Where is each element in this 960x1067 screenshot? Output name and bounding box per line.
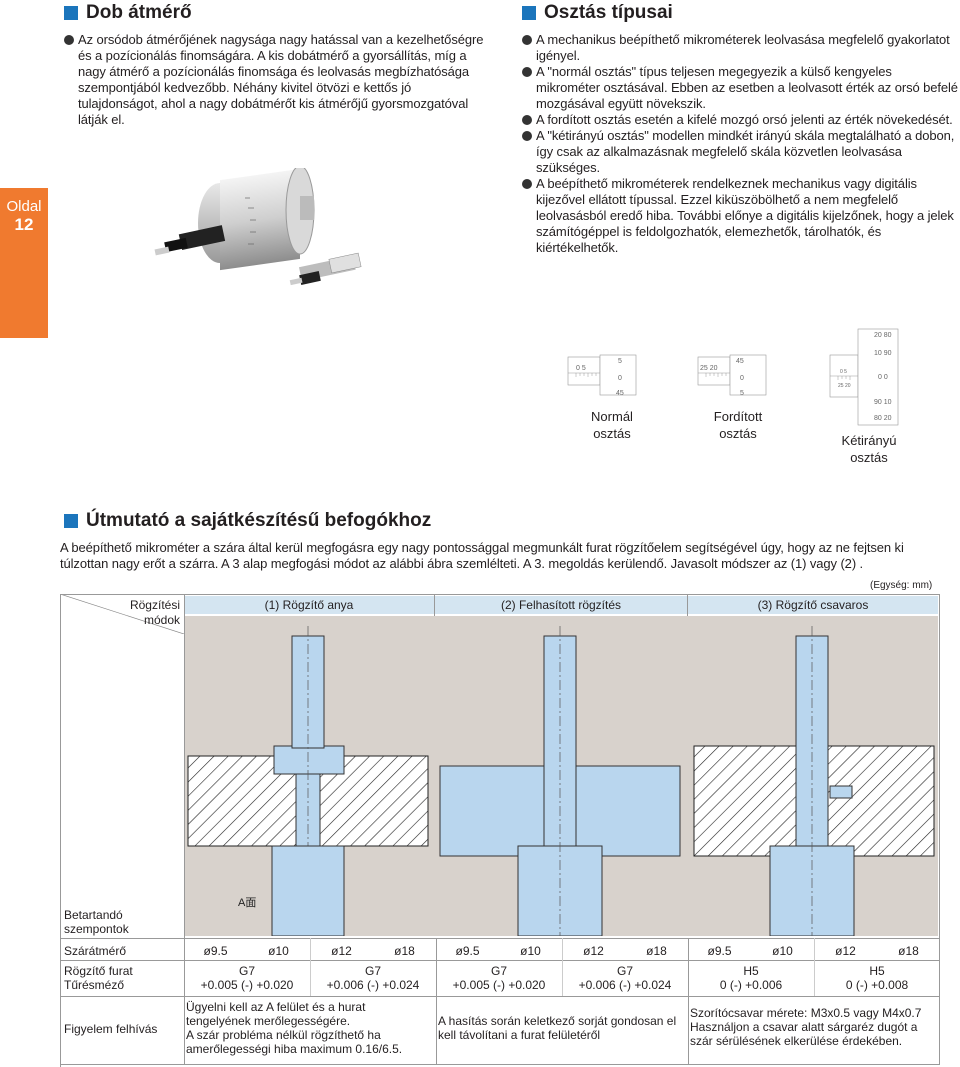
corner-label: Rögzítési módok [129,598,180,627]
a-face-label: A面 [238,897,256,909]
list-item: A fordított osztás esetén a kifelé mozgó… [522,112,958,128]
shaft-cell: ø12 [331,944,352,958]
section-marker-icon [522,6,536,20]
section-marker-icon [64,514,78,528]
shaft-cell: ø9.5 [707,944,732,958]
shaft-cell: ø9.5 [203,944,228,958]
section-marker-icon [64,6,78,20]
list-item: A mechanikus beépíthető mikrométerek leo… [522,32,958,64]
method-3-drawing [693,626,935,936]
shaft-cell: ø10 [520,944,541,958]
shaft-cell: ø10 [268,944,289,958]
scale-normal-bot: 45 [616,390,624,397]
shaft-cell: ø12 [835,944,856,958]
list-item: A beépíthető mikrométerek rendelkeznek m… [522,176,958,256]
row-label-parts: Betartandó szempontok [64,908,129,936]
scale-reverse: 25 20 45 0 5 [697,354,767,397]
method-1-drawing: A面 [187,626,429,936]
scale-diagrams: 0 5 5 0 45 25 20 45 0 5 0 5 25 20 20 80 … [567,328,899,426]
method-2-header: (2) Felhasított rögzítés [435,596,687,614]
scale-reverse-label: Fordított osztás [713,409,763,441]
method-3-header: (3) Rögzítő csavaros [688,596,938,614]
unit-note: (Egység: mm) [870,580,933,591]
tolerance-cell: G7+0.005 (-) +0.020 [452,964,546,992]
scale-bi-sleeve-a: 0 5 [840,369,847,375]
section-osztas-heading: Osztás típusai [522,2,673,24]
side-tab-number: 12 [14,215,34,234]
scale-bi-row: 0 0 [878,374,888,381]
scale-bi-row: 10 90 [874,350,892,357]
list-item: A "normál osztás" típus teljesen megegye… [522,64,958,112]
row-label-tolerance: Rögzítő furat Tűrésméző [64,964,133,992]
scale-reverse-mid: 0 [740,375,744,382]
utmutato-text: A beépíthető mikrométer a szára által ke… [60,540,904,571]
scale-bi-row: 90 10 [874,399,892,406]
note-method-3: Szorítócsavar mérete: M3x0.5 vagy M4x0.7… [690,1006,922,1048]
note-method-2: A hasítás során keletkező sorját gondosa… [438,1014,677,1042]
shaft-cell: ø18 [394,944,415,958]
scale-normal-mid: 0 [618,375,622,382]
scale-normal-sleeve: 0 5 [576,365,586,372]
section-utmutato-heading: Útmutató a sajátkészítésű befogókhoz [64,510,431,532]
method-1-header: (1) Rögzítő anya [184,596,434,614]
note-method-1: Ügyelni kell az A felület és a hurat ten… [186,1000,403,1056]
shaft-cell: ø9.5 [455,944,480,958]
micrometer-photo [154,168,362,286]
dob-paragraph: Az orsódob átmérőjének nagysága nagy hat… [64,32,488,128]
row-label-note: Figyelem felhívás [64,1022,158,1036]
scale-bi-sleeve-b: 25 20 [838,383,851,389]
clamping-drawings: A面 [187,626,935,936]
row-label-shaft: Szárátmérő [64,944,127,958]
scale-normal: 0 5 5 0 45 [567,354,637,397]
method-2-drawing [439,626,681,936]
scale-reverse-top: 45 [736,358,744,365]
utmutato-title: Útmutató a sajátkészítésű befogókhoz [86,510,432,531]
scale-bi-row: 20 80 [874,332,892,339]
section-dob-heading: Dob átmérő [64,2,192,24]
tolerance-cell: G7+0.005 (-) +0.020 [200,964,294,992]
scale-bi-label: Kétirányú osztás [841,433,897,465]
dob-title: Dob átmérő [86,2,192,23]
clamping-table: Rögzítési módok (1) Rögzítő anya (2) Fel… [60,594,940,1067]
shaft-cell: ø18 [898,944,919,958]
osztas-list: A mechanikus beépíthető mikrométerek leo… [522,32,958,256]
shaft-cell: ø18 [646,944,667,958]
osztas-title: Osztás típusai [544,2,673,23]
scale-reverse-bot: 5 [740,390,744,397]
side-tab-word: Oldal [6,198,42,215]
scale-normal-top: 5 [618,358,622,365]
shaft-cell: ø10 [772,944,793,958]
tolerance-cell: G7+0.006 (-) +0.024 [326,964,420,992]
scale-bi-row: 80 20 [874,415,892,422]
scale-reverse-sleeve: 25 20 [700,365,718,372]
list-item: A "kétirányú osztás" modellen mindkét ir… [522,128,958,176]
dob-text: Az orsódob átmérőjének nagysága nagy hat… [78,32,484,127]
scale-bidirectional: 0 5 25 20 20 80 10 90 0 0 90 10 80 20 [829,328,899,426]
shaft-cell: ø12 [583,944,604,958]
tolerance-cell: G7+0.006 (-) +0.024 [578,964,672,992]
corner-diagonal [60,594,184,634]
scale-normal-label: Normál osztás [591,409,633,441]
page-side-tab: Oldal 12 [0,188,48,338]
